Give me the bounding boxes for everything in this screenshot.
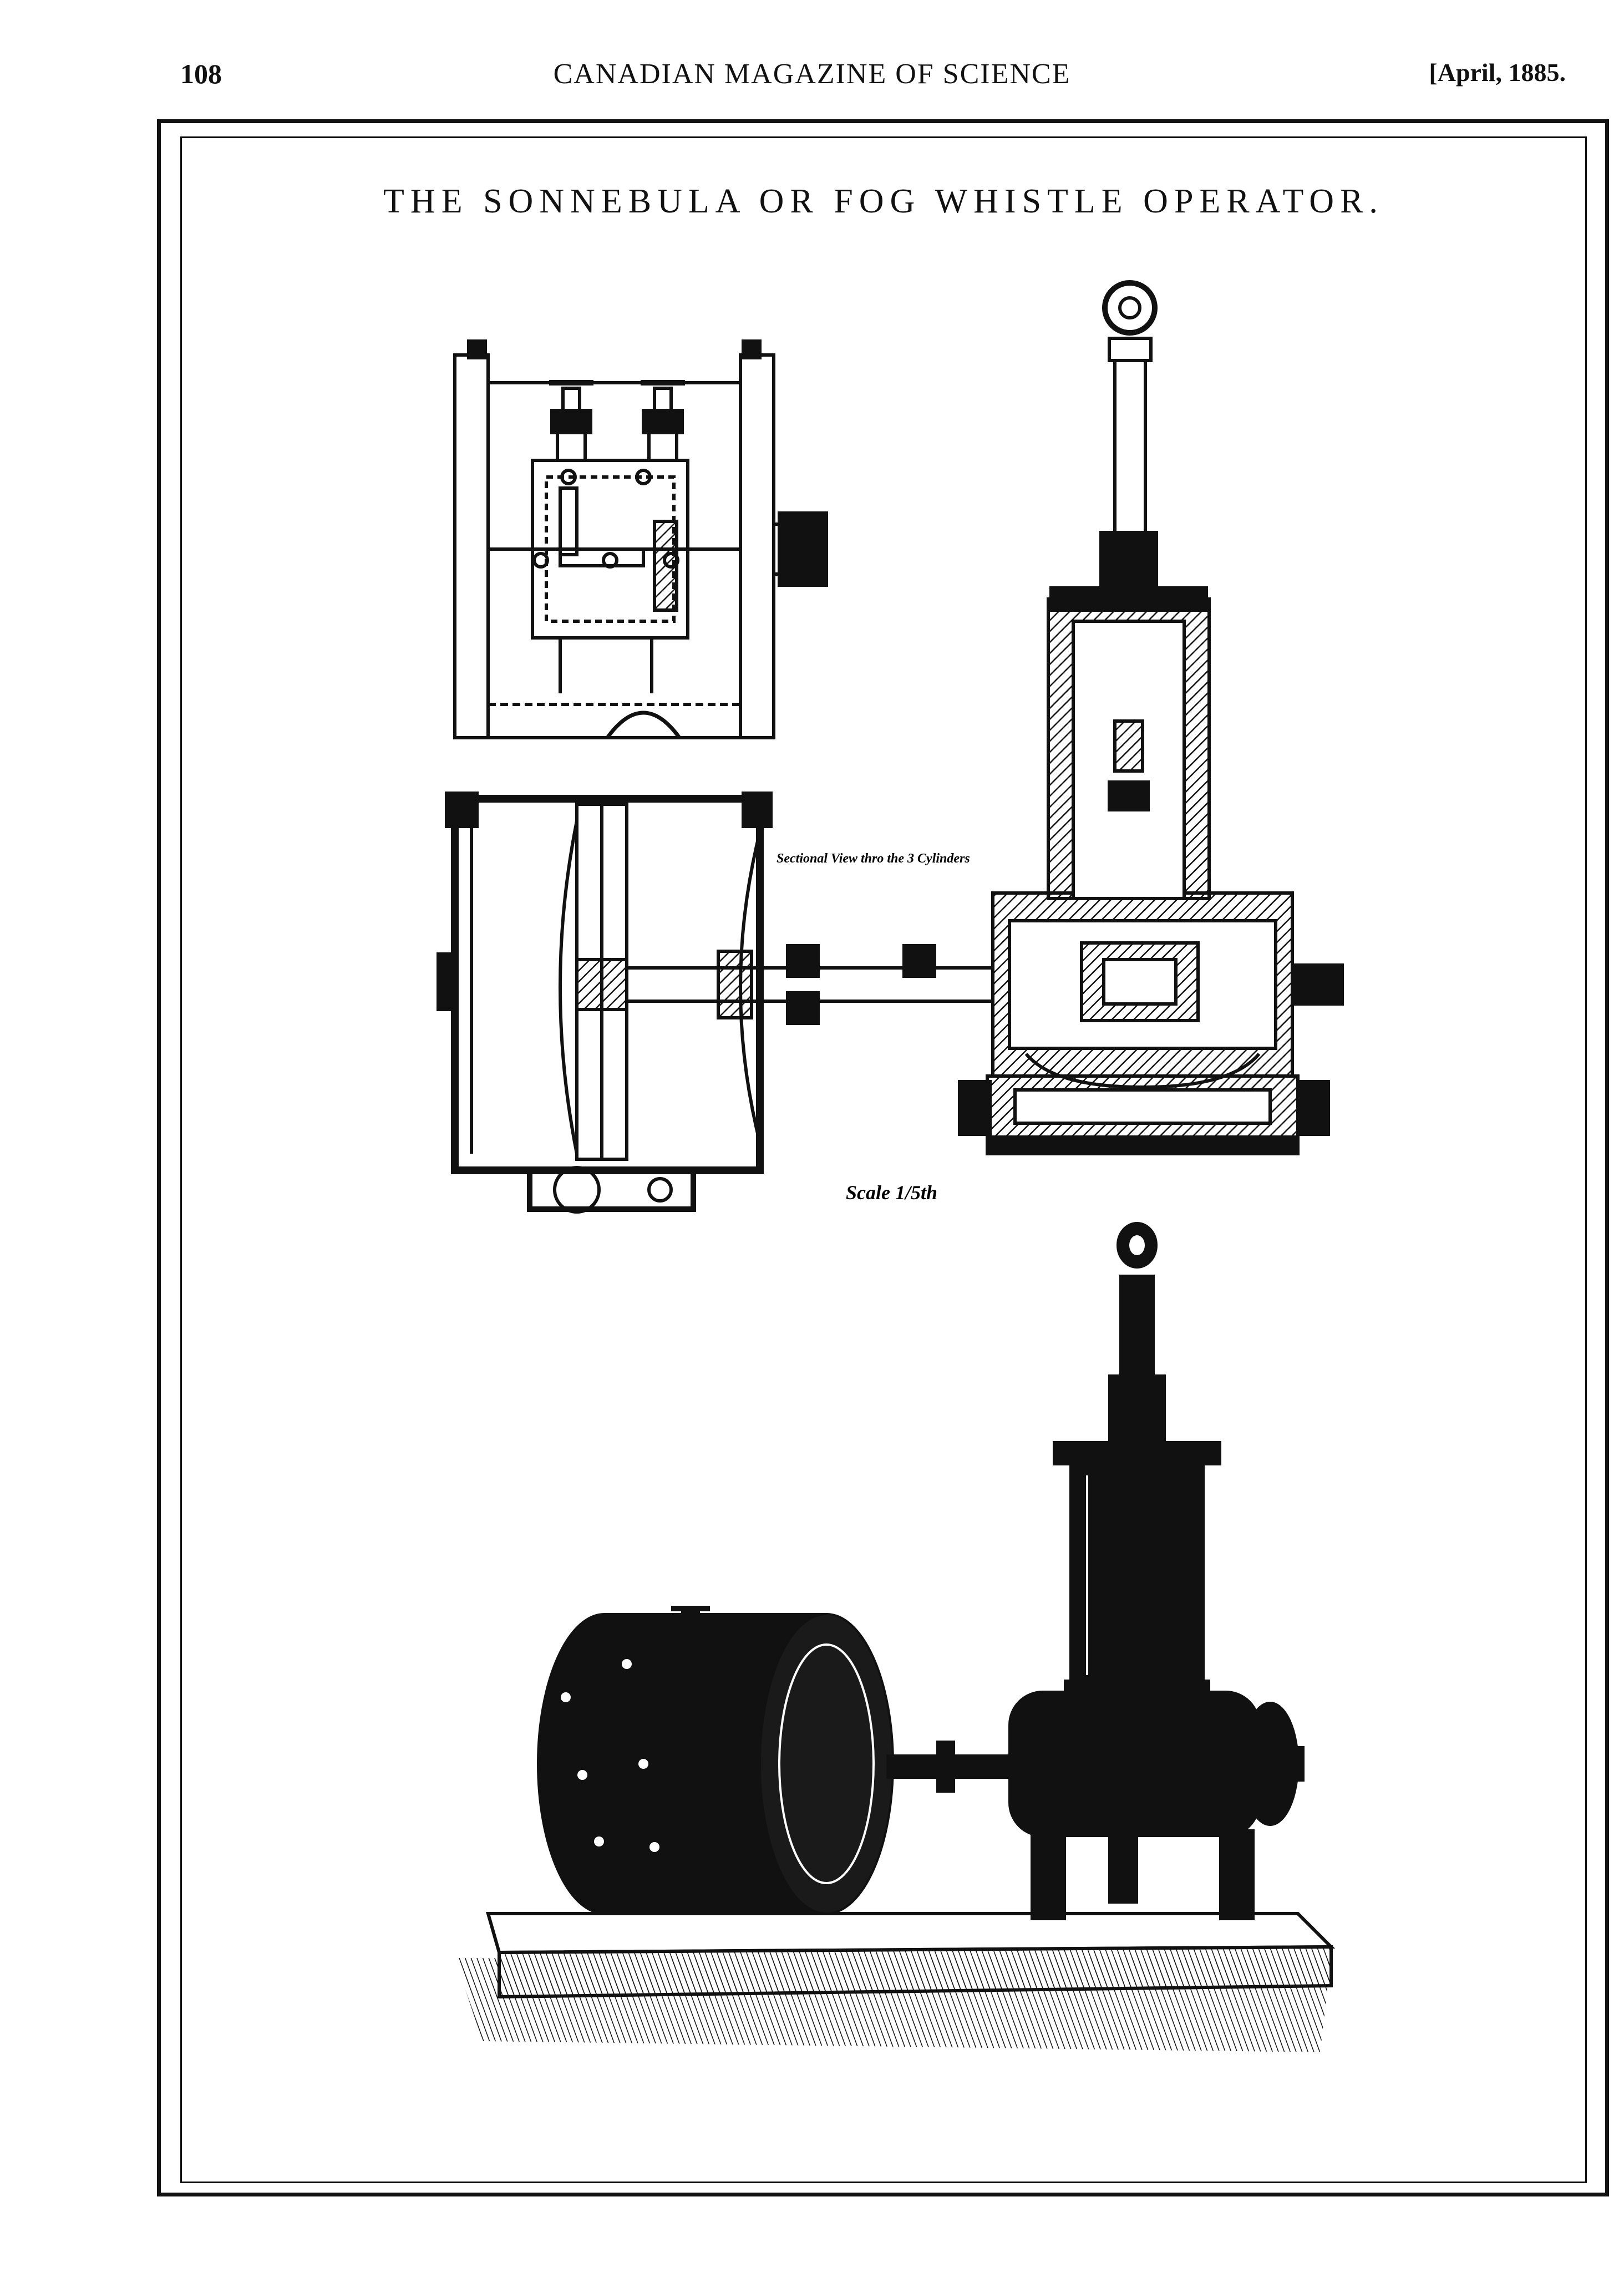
sectional-view-drawing [437,280,1344,1214]
page-number: 108 [180,58,222,89]
perspective-engraving [455,1222,1336,2052]
plate-outer-border [157,119,1609,2196]
issue-date: [April, 1885. [1429,58,1566,87]
scale-label: Scale 1/5th [846,1181,937,1204]
plate-title: THE SONNEBULA OR FOG WHISTLE OPERATOR. [383,182,1384,220]
plate-inner-border [180,136,1587,2183]
end-view-drawing [453,339,828,739]
page-header: 108 CANADIAN MAGAZINE OF SCIENCE [April,… [0,58,1624,102]
journal-title: CANADIAN MAGAZINE OF SCIENCE [553,58,1071,90]
section-caption: Sectional View thro the 3 Cylinders [777,851,970,866]
